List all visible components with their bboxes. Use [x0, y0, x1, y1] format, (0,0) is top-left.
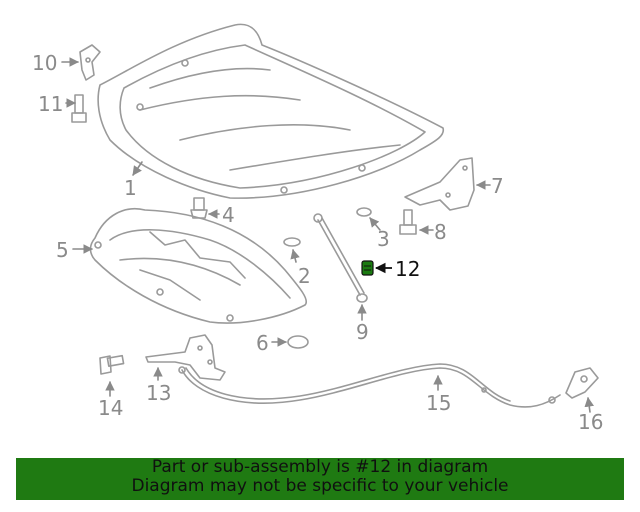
highlighted-part-12: [361, 260, 374, 276]
callout-2: 2: [298, 264, 311, 288]
callout-1: 1: [124, 176, 137, 200]
bracket-part-10: [79, 44, 101, 81]
callout-6: 6: [256, 331, 269, 355]
callout-9: 9: [356, 320, 369, 344]
callout-8: 8: [434, 220, 447, 244]
grommet-part-6: [287, 335, 309, 349]
callout-12: 12: [395, 257, 421, 281]
bolt-part-11: [71, 94, 87, 123]
callout-16: 16: [578, 410, 604, 434]
callout-3: 3: [377, 227, 390, 251]
hinge-part-7: [404, 157, 475, 211]
callout-5: 5: [56, 238, 69, 262]
cap-part-3: [356, 207, 372, 217]
bolt-part-8: [399, 209, 417, 235]
release-cable-part-15: [178, 363, 561, 408]
insulator-part-5: [89, 208, 307, 324]
callout-10: 10: [32, 51, 58, 75]
callout-14: 14: [98, 396, 124, 420]
release-lever-part-16: [565, 367, 599, 399]
callout-7: 7: [491, 174, 504, 198]
bolt-part-14: [99, 354, 125, 375]
callout-15: 15: [426, 391, 452, 415]
clip-part-4: [190, 197, 208, 219]
banner-line-2: Diagram may not be specific to your vehi…: [131, 476, 509, 496]
callout-4: 4: [222, 203, 235, 227]
banner-line-1: Part or sub-assembly is #12 in diagram: [151, 457, 489, 477]
parts-diagram: [61, 23, 599, 413]
callout-13: 13: [146, 381, 172, 405]
hood-part: [97, 23, 445, 199]
callout-11: 11: [38, 92, 64, 116]
grommet-part-2: [283, 237, 301, 247]
info-banner: Part or sub-assembly is #12 in diagram D…: [16, 458, 624, 500]
hood-lock-part-13: [145, 334, 226, 381]
support-rod-part-9: [313, 213, 368, 303]
